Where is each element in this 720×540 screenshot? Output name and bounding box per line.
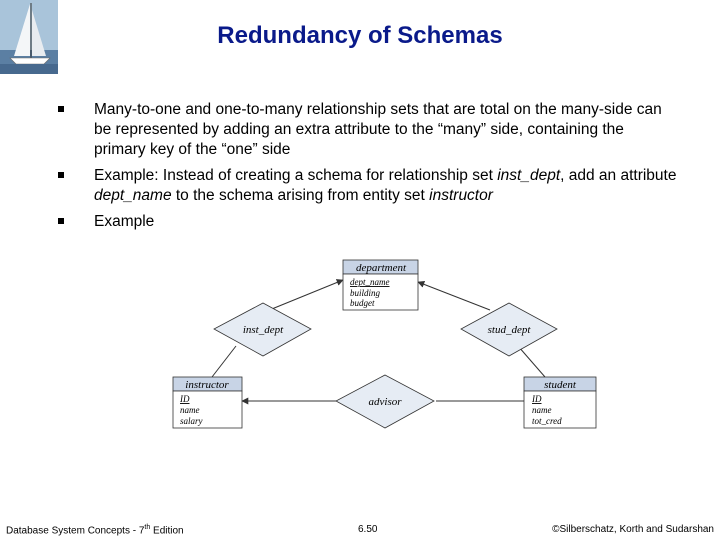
connector-inst-dept-to-department: [261, 279, 344, 314]
bullet-text-attribute: dept_name: [94, 187, 172, 204]
footer-page-number: 6.50: [358, 524, 378, 535]
relationship-advisor: advisor: [335, 374, 435, 429]
slide-title: Redundancy of Schemas: [217, 22, 503, 49]
entity-student: student ID name tot_cred: [523, 376, 597, 429]
relationship-inst-dept-label: inst_dept: [243, 324, 284, 336]
entity-department-attr: building: [350, 288, 381, 298]
bullet-square-icon: [58, 106, 64, 112]
footer-course-title: Database System Concepts - 7th Edition: [6, 524, 184, 536]
entity-instructor-attr: name: [180, 405, 200, 415]
relationship-advisor-label: advisor: [369, 396, 403, 408]
bullet-text: Many-to-one and one-to-many relationship…: [94, 101, 662, 158]
bullet-text: Example: Instead of creating a schema fo…: [94, 167, 498, 184]
bullet-item: Many-to-one and one-to-many relationship…: [58, 100, 678, 160]
entity-student-name: student: [544, 379, 577, 391]
bullet-square-icon: [58, 218, 64, 224]
sailboat-logo-icon: [0, 0, 58, 74]
entity-department-attr: budget: [350, 298, 375, 308]
connector-inst-dept-to-instructor: [211, 345, 237, 378]
entity-department: department dept_name building budget: [342, 259, 419, 311]
footer-copyright: ©Silberschatz, Korth and Sudarshan: [552, 524, 714, 535]
entity-department-attr-primary: dept_name: [350, 277, 390, 287]
connector-stud-dept-to-department: [417, 281, 491, 311]
bullet-text: to the schema arising from entity set: [171, 187, 430, 204]
bullet-item: Example: Instead of creating a schema fo…: [58, 166, 678, 206]
relationship-stud-dept: stud_dept: [460, 302, 558, 357]
entity-department-name: department: [356, 262, 407, 274]
bullet-square-icon: [58, 172, 64, 178]
bullet-list: Many-to-one and one-to-many relationship…: [58, 100, 678, 238]
entity-instructor-name: instructor: [185, 379, 229, 391]
bullet-text: Example: [94, 213, 155, 230]
bullet-item: Example: [58, 212, 678, 232]
footer-text: Edition: [150, 525, 184, 537]
entity-instructor-attr: salary: [180, 416, 203, 426]
entity-student-attr: name: [532, 405, 552, 415]
entity-student-attr: tot_cred: [532, 416, 562, 426]
bullet-text-relationship: inst_dept: [497, 167, 561, 184]
bullet-text-entity: instructor: [429, 187, 493, 204]
footer-text: Database System Concepts - 7: [6, 525, 145, 537]
entity-instructor-attr-primary: ID: [179, 394, 190, 404]
bullet-text: , add an attribute: [560, 167, 677, 184]
connector-stud-dept-to-student: [517, 345, 546, 378]
relationship-stud-dept-label: stud_dept: [488, 324, 532, 336]
entity-instructor: instructor ID name salary: [172, 376, 243, 429]
footer-superscript: th: [144, 524, 151, 531]
entity-student-attr-primary: ID: [531, 394, 542, 404]
relationship-inst-dept: inst_dept: [213, 302, 312, 357]
